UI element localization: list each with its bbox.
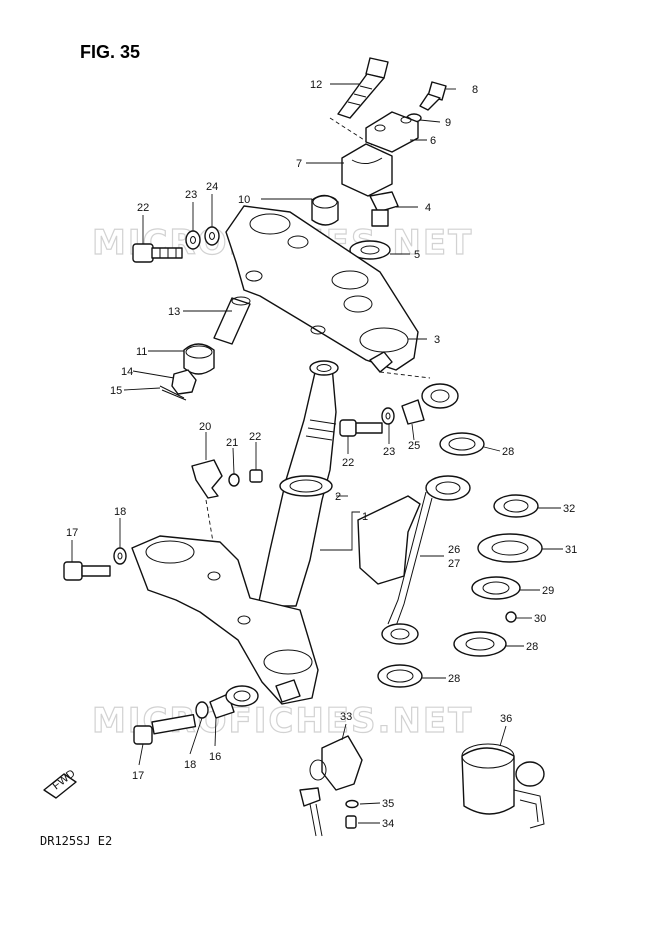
bolt-22-lower-part xyxy=(339,419,383,437)
cushion-11-part xyxy=(183,343,215,375)
cotter-pin-part xyxy=(159,385,187,401)
callout-8: 8 xyxy=(472,84,478,96)
callout-36: 35 xyxy=(382,798,394,810)
callout-6: 6 xyxy=(430,135,436,147)
callout-24: 24 xyxy=(206,181,218,193)
callout-27: 27 xyxy=(448,558,460,570)
washer-5-part xyxy=(349,240,391,260)
spacer-part xyxy=(213,296,251,345)
handlebar-holder-upper-part xyxy=(365,111,419,153)
callout-28-upper: 28 xyxy=(502,446,514,458)
model-code: DR125SJ E2 xyxy=(40,834,112,848)
callout-4: 4 xyxy=(425,202,431,214)
callout-labels: 12 8 9 6 7 4 10 5 22 23 24 13 3 11 14 15… xyxy=(66,79,577,830)
callout-19: 20 xyxy=(199,421,211,433)
callout-21: 22 xyxy=(249,431,261,443)
callout-5: 5 xyxy=(414,249,420,261)
callout-15: 15 xyxy=(110,385,122,397)
figure-title: FIG. 35 xyxy=(80,42,140,62)
leader-lines xyxy=(71,83,563,824)
callout-7: 7 xyxy=(296,158,302,170)
stopper-part xyxy=(357,475,471,645)
callout-30: 29 xyxy=(542,585,554,597)
callout-34: 33 xyxy=(340,711,352,723)
guide-part xyxy=(191,459,223,499)
callout-22-lower: 22 xyxy=(342,457,354,469)
callout-23-upper: 23 xyxy=(185,189,197,201)
callout-33: 32 xyxy=(563,503,575,515)
holder-bolt-part xyxy=(419,81,447,111)
callout-23-lower: 23 xyxy=(383,446,395,458)
callout-28-lower: 28 xyxy=(448,673,460,685)
callout-1: 1 xyxy=(362,511,368,523)
callout-16: 16 xyxy=(209,751,221,763)
dust-seal-upper-part xyxy=(439,432,485,456)
dust-cover-part xyxy=(477,533,543,563)
washer-23-lower-part xyxy=(381,407,395,425)
callout-3: 3 xyxy=(434,334,440,346)
callout-14: 14 xyxy=(121,366,133,378)
lower-bracket-part xyxy=(131,535,319,705)
callout-9: 9 xyxy=(445,117,451,129)
fwd-arrow: FWD xyxy=(43,767,78,799)
callout-18-upper: 18 xyxy=(114,506,126,518)
washer-18-upper-part xyxy=(113,547,127,565)
screw-21-part xyxy=(249,469,263,483)
washer-23-upper-part xyxy=(185,230,201,250)
callout-29: 28 xyxy=(526,641,538,653)
stem-head-bolt-part xyxy=(369,191,399,227)
washer-18-lower-part xyxy=(195,701,209,719)
cushion-10-part xyxy=(311,194,339,226)
callout-13: 13 xyxy=(168,306,180,318)
callout-2: 2 xyxy=(335,491,341,503)
callout-10: 10 xyxy=(238,194,250,206)
handlebar-holder-lower-part xyxy=(341,143,393,197)
callout-22-upper: 22 xyxy=(137,202,149,214)
bolt-17-lower-part xyxy=(133,714,197,745)
callout-12: 12 xyxy=(310,79,322,91)
callout-37: 36 xyxy=(500,713,512,725)
upper-race-part xyxy=(471,576,521,600)
callout-20: 21 xyxy=(226,437,238,449)
callout-31: 30 xyxy=(534,613,546,625)
clamp-25-part xyxy=(401,383,459,425)
upper-bracket-part xyxy=(225,205,419,373)
ball-part xyxy=(505,611,517,623)
nut-part xyxy=(171,369,197,395)
bolt-17-upper-part xyxy=(63,561,111,581)
lower-race-part xyxy=(453,631,507,657)
dust-seal-lower-part xyxy=(377,664,423,688)
steering-lock-part xyxy=(299,735,363,837)
bolt-22-upper-part xyxy=(132,243,183,263)
screw-35-part xyxy=(345,815,357,829)
callout-25: 25 xyxy=(408,440,420,452)
washer-24-part xyxy=(204,226,220,246)
callout-17-upper: 17 xyxy=(66,527,78,539)
steering-stem-part xyxy=(257,360,339,607)
holder-bolt-long-part xyxy=(337,57,389,119)
lock-set-part xyxy=(461,743,545,829)
washer-36-part xyxy=(345,799,359,809)
clamp-16-part xyxy=(209,685,259,719)
callout-11: 11 xyxy=(136,346,147,358)
callout-17-lower: 17 xyxy=(132,770,144,782)
callout-26: 26 xyxy=(448,544,460,556)
stem-nut-part xyxy=(493,494,539,518)
washer-20-part xyxy=(228,473,240,487)
callout-18-lower: 18 xyxy=(184,759,196,771)
callout-32: 31 xyxy=(565,544,577,556)
callout-35: 34 xyxy=(382,818,394,830)
